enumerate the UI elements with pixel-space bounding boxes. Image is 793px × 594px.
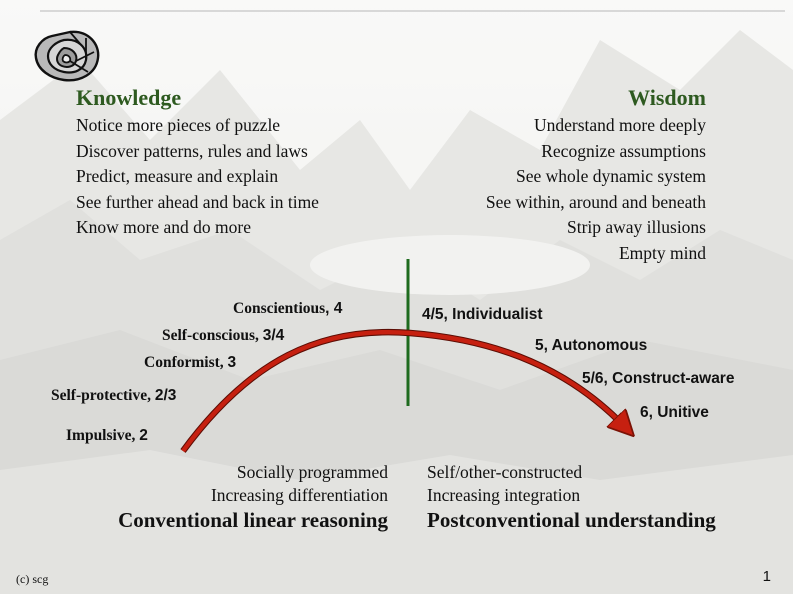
stage-name: Conscientious <box>233 300 326 317</box>
wisdom-item: Recognize assumptions <box>541 140 706 161</box>
page-number: 1 <box>762 568 771 585</box>
stage-individualist: 4/5, Individualist <box>422 306 543 323</box>
knowledge-title: Knowledge <box>76 85 182 110</box>
caption-heading: Postconventional understanding <box>427 508 716 532</box>
knowledge-item: Discover patterns, rules and laws <box>76 140 308 161</box>
knowledge-item: Notice more pieces of puzzle <box>76 115 281 135</box>
stage-impulsive: Impulsive, 2 <box>66 427 148 445</box>
stage-number: 2/3 <box>154 387 177 404</box>
stage-number: , 4 <box>325 300 343 317</box>
wisdom-item: See within, around and beneath <box>485 191 706 212</box>
caption-line: Self/other-constructed <box>427 462 583 482</box>
conventional-caption: Socially programmed Increasing different… <box>118 461 388 534</box>
caption-line: Increasing integration <box>427 485 581 505</box>
wisdom-item: Understand more deeply <box>533 115 706 135</box>
stage-self-protective: Self-protective, 2/3 <box>51 387 176 405</box>
knowledge-item: See further ahead and back in time <box>76 191 319 212</box>
top-rule <box>40 10 785 12</box>
development-arc-arrow <box>181 329 625 453</box>
stage-name: Impulsive, <box>66 427 140 444</box>
postconventional-caption: Self/other-constructed Increasing integr… <box>427 461 716 534</box>
caption-line: Increasing differentiation <box>210 485 388 505</box>
stage-name: Self-protective, <box>51 387 155 404</box>
wisdom-item: See whole dynamic system <box>515 166 706 187</box>
caption-line: Socially programmed <box>236 462 388 482</box>
stage-number: 3 <box>227 354 237 371</box>
stage-self-conscious: Self-conscious, 3/4 <box>162 327 284 345</box>
stage-conformist: Conformist, 3 <box>144 354 236 372</box>
stage-conscientious: Conscientious, 4 <box>233 300 342 318</box>
stage-unitive: 6, Unitive <box>640 404 709 421</box>
knowledge-column: Knowledge Notice more pieces of puzzle D… <box>76 84 416 241</box>
knowledge-item: Predict, measure and explain <box>76 166 279 187</box>
stage-name: Conformist, <box>144 354 228 371</box>
stage-number: 2 <box>139 427 148 444</box>
stage-name: Self-conscious, <box>162 327 263 344</box>
caption-heading: Conventional linear reasoning <box>118 508 388 532</box>
nautilus-shell-icon <box>34 30 100 82</box>
wisdom-column: Wisdom Understand more deeply Recognize … <box>410 84 706 267</box>
stage-construct-aware: 5/6, Construct-aware <box>582 370 735 387</box>
wisdom-item: Strip away illusions <box>566 217 706 238</box>
wisdom-title: Wisdom <box>628 85 706 110</box>
stage-autonomous: 5, Autonomous <box>535 337 648 354</box>
knowledge-item: Know more and do more <box>76 217 251 238</box>
stage-number: 3/4 <box>262 327 285 344</box>
copyright-text: (c) scg <box>16 572 49 586</box>
wisdom-item: Empty mind <box>618 242 706 263</box>
